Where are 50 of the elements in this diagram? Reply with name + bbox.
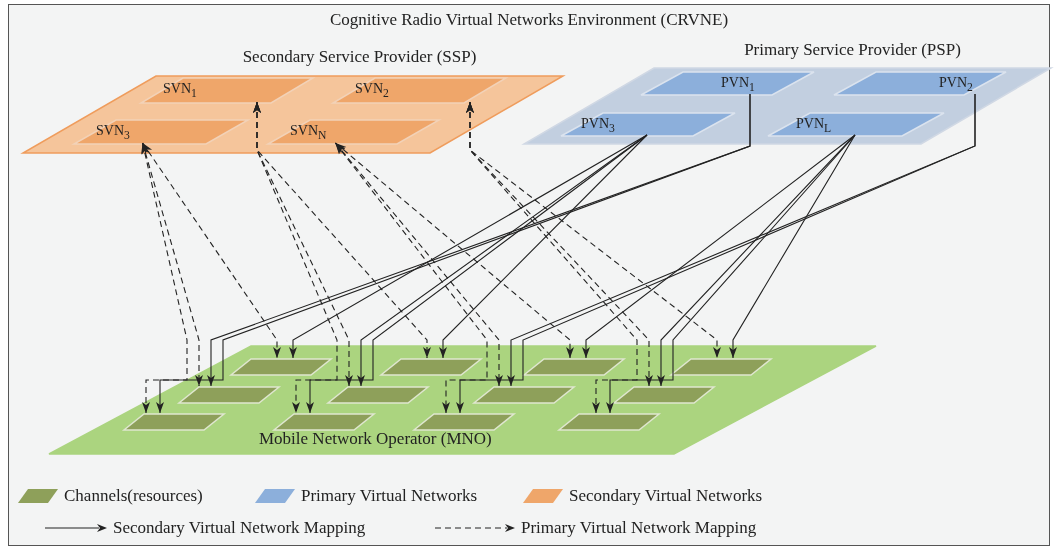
virtual-network-tile (641, 72, 814, 95)
virtual-network-tile (74, 120, 248, 144)
arrow (657, 134, 856, 387)
channel-tile (381, 359, 481, 375)
plane-title: Mobile Network Operator (MNO) (259, 430, 492, 449)
arrow (306, 134, 648, 414)
virtual-network-tile (268, 120, 439, 144)
dashed-arrow (466, 101, 638, 414)
dashed-arrow (142, 142, 281, 359)
channel-tile (124, 414, 224, 430)
arrow (456, 93, 976, 414)
channel-tile (414, 414, 514, 430)
arrow (582, 134, 856, 359)
network-label: PVN$_{3}$ (581, 116, 615, 136)
virtual-network-tile (768, 113, 944, 136)
dashed-arrow (253, 101, 338, 414)
dashed-arrow (334, 142, 488, 414)
network-label: SVN$_{1}$ (163, 81, 197, 101)
arrow (207, 93, 751, 387)
channel-tile (328, 387, 428, 403)
dashed-arrow (141, 142, 188, 414)
channel-tile (524, 359, 624, 375)
virtual-network-tile (141, 78, 313, 103)
legend-label: Secondary Virtual Network Mapping (113, 518, 366, 538)
channel-tile (474, 387, 574, 403)
network-label: SVN$_{2}$ (355, 81, 389, 101)
legend-label: Primary Virtual Network Mapping (521, 518, 757, 538)
plane-title: Primary Service Provider (PSP) (743, 41, 962, 60)
channel-tile (559, 414, 659, 430)
network-label: PVN$_{1}$ (721, 75, 755, 95)
legend-label: Secondary Virtual Networks (569, 486, 763, 506)
plane-title: Secondary Service Provider (SSP) (241, 48, 478, 67)
channel-tile (614, 387, 714, 403)
virtual-network-tile (561, 113, 735, 136)
legend-label: Primary Virtual Networks (301, 486, 478, 506)
channel-tile (231, 359, 331, 375)
network-label: PVN$_{L}$ (796, 116, 832, 136)
network-label: SVN$_{N}$ (290, 123, 327, 143)
legend-label: Channels(resources) (64, 486, 203, 506)
virtual-network-tile (834, 72, 1006, 95)
network-label: PVN$_{2}$ (939, 75, 973, 95)
channel-tile (179, 387, 279, 403)
frame-title: Cognitive Radio Virtual Networks Environment (CRVNE) (328, 11, 730, 30)
operator-plane (49, 346, 876, 454)
dashed-arrow (334, 142, 503, 387)
network-label: SVN$_{3}$ (96, 123, 130, 143)
arrow (729, 134, 856, 359)
channel-tile (274, 414, 374, 430)
virtual-network-tile (333, 78, 506, 103)
channel-tile (671, 359, 771, 375)
